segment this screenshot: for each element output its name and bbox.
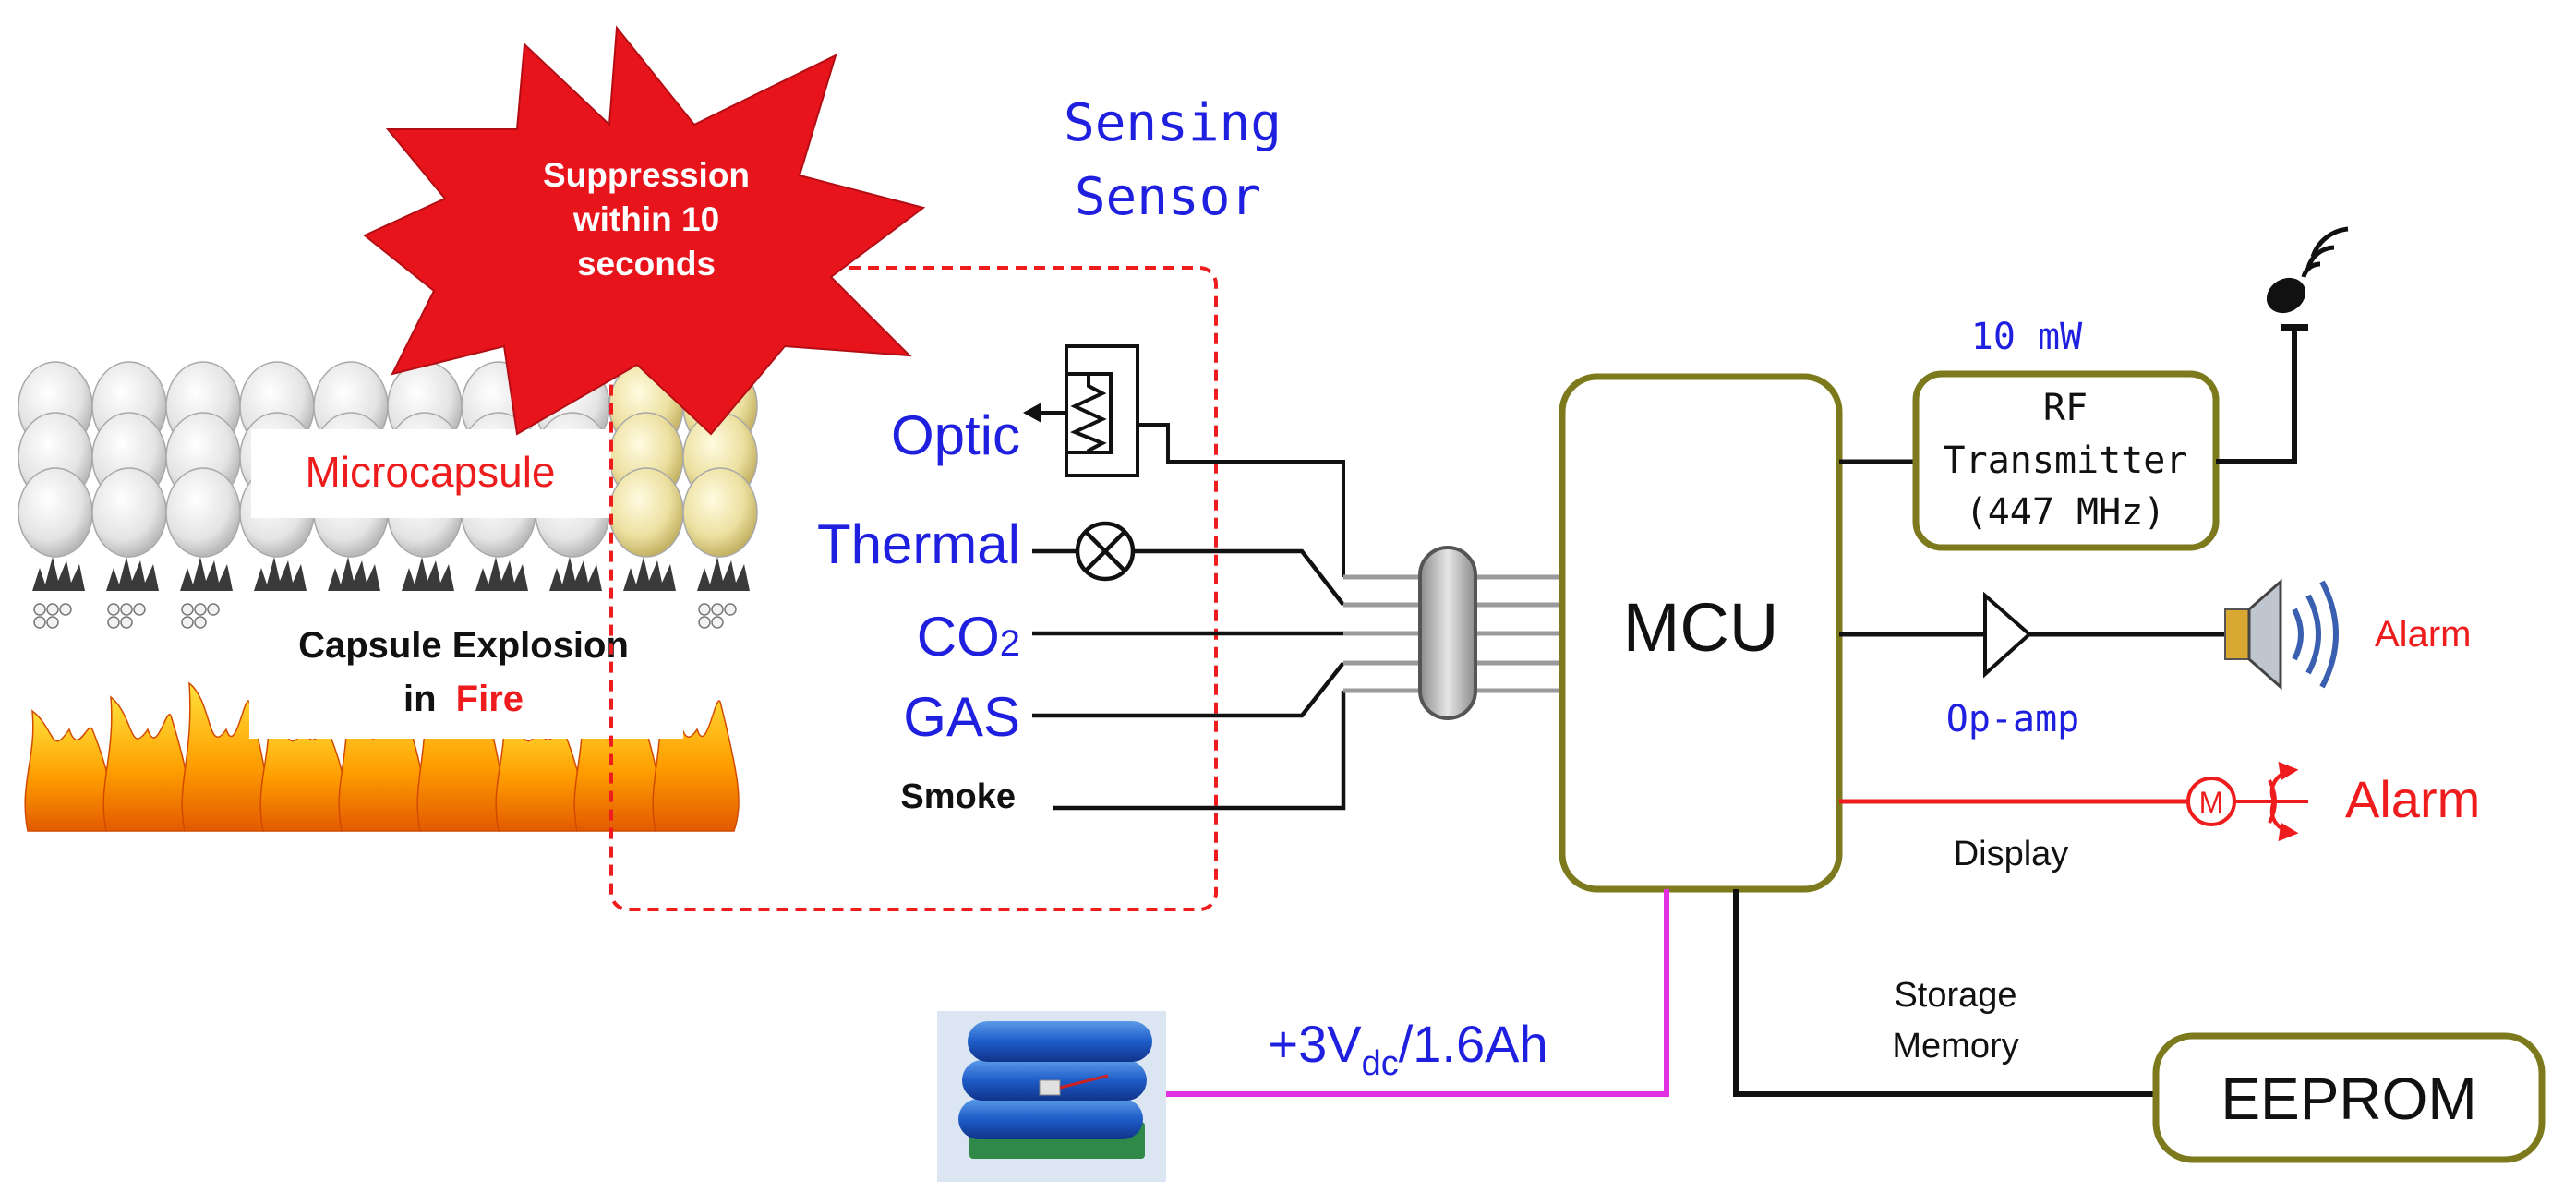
power-subscript: dc [1362, 1044, 1399, 1083]
opamp-symbol [1839, 591, 2225, 679]
capsule-fragment [120, 603, 133, 616]
eeprom-block [2152, 1032, 2546, 1163]
optic-label: Optic [891, 404, 1020, 466]
capsule-fragment [711, 603, 724, 616]
shattered-shell [697, 557, 750, 591]
burst-line3: seconds [577, 245, 716, 283]
sensing-title-line2: Sensor [1075, 167, 1261, 227]
capsule-fragment [107, 616, 120, 629]
capsule-fragment [194, 616, 207, 629]
suppression-burst-shape [363, 25, 926, 436]
shattered-shell [402, 557, 454, 591]
smoke-label: Smoke [900, 777, 1016, 816]
shattered-shell [623, 557, 676, 591]
burst-line2: within 10 [572, 200, 719, 238]
rf-line2: Transmitter [1944, 439, 2188, 482]
capsule-fragment [46, 603, 59, 616]
capsule-fragment [33, 603, 46, 616]
connector-clamp [1418, 546, 1477, 720]
capsule-fragment [133, 603, 146, 616]
rf-line3: (447 MHz) [1966, 491, 2166, 534]
capsule-fragment [181, 616, 194, 629]
gas-label: GAS [903, 686, 1020, 748]
power-suffix: /1.6Ah [1399, 1015, 1548, 1073]
rf-line1: RF [2043, 387, 2088, 429]
capsule-fragment [120, 616, 133, 629]
microcapsule-egg [165, 467, 241, 558]
fire-flame [24, 709, 112, 832]
shattered-shell [106, 557, 159, 591]
mcu-label: MCU [1623, 589, 1779, 666]
microcapsule-label-box [251, 429, 611, 518]
co2-main: CO [917, 606, 1000, 668]
shattered-shell [32, 557, 85, 591]
fire-flames [24, 681, 740, 832]
smoke-line [1053, 691, 1346, 811]
storage-line1: Storage [1894, 976, 2016, 1015]
capsule-fragment [181, 603, 194, 616]
speaker-alarm-label: Alarm [2375, 614, 2471, 655]
co2-sub: 2 [1000, 623, 1020, 664]
power-prefix: +3V [1268, 1015, 1362, 1073]
power-wire [1163, 889, 1669, 1097]
microcapsule-illustration: Microcapsule Capsule Explosion in Fire [18, 361, 758, 832]
microcapsule-label: Microcapsule [306, 448, 556, 496]
capsule-fragment [194, 603, 207, 616]
satellite-dish-icon [2266, 226, 2349, 331]
sensing-sensor-box [609, 266, 1218, 911]
thermal-label: Thermal [817, 513, 1020, 575]
opamp-label: Op-amp [1946, 698, 2080, 740]
capsule-fragment [711, 616, 724, 629]
capsule-fragment [59, 603, 72, 616]
power-label: +3Vdc/1.6Ah [1268, 1015, 1547, 1083]
shattered-shell [549, 557, 602, 591]
microcapsule-egg [91, 467, 167, 558]
shattered-shell [475, 557, 528, 591]
motor-letter: M [2199, 786, 2224, 819]
storage-line2: Memory [1892, 1027, 2018, 1066]
rf-antenna-wire [2216, 328, 2297, 464]
eeprom-label: EEPROM [2221, 1066, 2476, 1132]
speaker-icon [2224, 578, 2339, 691]
capsule-fragment [698, 603, 711, 616]
shattered-shell [328, 557, 380, 591]
motor-icon [2186, 761, 2308, 842]
optic-sensor-symbol [1023, 344, 1345, 577]
capsule-fragment [698, 616, 711, 629]
shattered-shell [180, 557, 233, 591]
rf-power-label: 10 mW [1971, 316, 2083, 358]
capsule-fragment [724, 603, 737, 616]
sensing-title-line1: Sensing [1064, 93, 1282, 153]
capsule-fragment [207, 603, 220, 616]
display-label: Display [1954, 835, 2069, 873]
fire-flame [102, 695, 190, 832]
co2-label: CO2 [917, 606, 1020, 668]
capsule-explosion-line1: Capsule Explosion [298, 625, 629, 666]
motor-alarm-label: Alarm [2345, 770, 2480, 828]
capsule-explosion-line2: in Fire [403, 679, 524, 719]
gas-line [1032, 661, 1345, 718]
explosion-in-text: in [403, 679, 437, 719]
storage-wire [1733, 889, 2156, 1097]
capsule-fragment [33, 616, 46, 629]
capsule-fragment [46, 616, 59, 629]
microcapsule-egg [682, 467, 758, 558]
microcapsule-egg [608, 467, 684, 558]
burst-line1: Suppression [543, 156, 750, 194]
capsule-fragment [107, 603, 120, 616]
battery-pack-image [937, 1011, 1166, 1182]
microcapsule-egg [18, 467, 93, 558]
explosion-fire-text: Fire [456, 679, 524, 719]
shattered-shell [254, 557, 307, 591]
thermal-sensor-symbol [1032, 521, 1345, 607]
